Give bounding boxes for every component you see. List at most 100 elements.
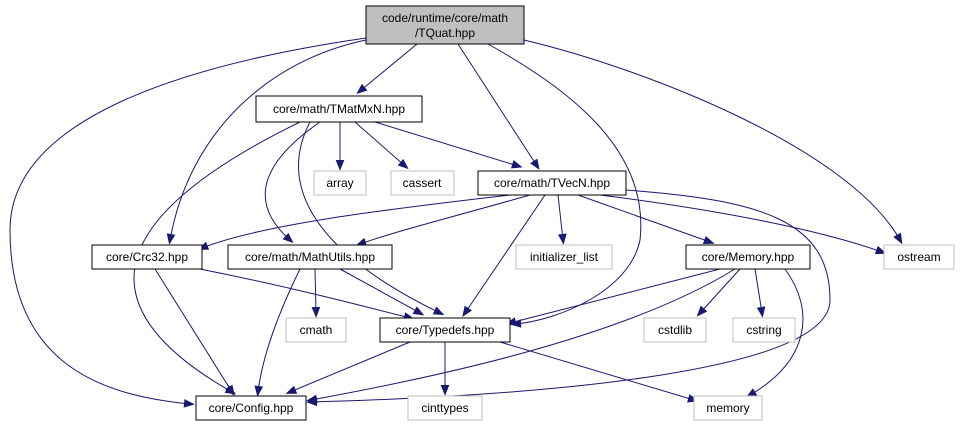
arrowhead xyxy=(412,306,425,316)
edge-tvecn-to-initlist xyxy=(557,194,567,245)
node-label: core/math/TVecN.hpp xyxy=(494,176,610,190)
arrowhead xyxy=(702,235,715,245)
node-config[interactable]: core/Config.hpp xyxy=(195,395,307,421)
edge-line xyxy=(199,268,411,319)
node-label: core/Config.hpp xyxy=(209,401,294,415)
node-label: array xyxy=(326,176,353,190)
arrowhead xyxy=(558,233,567,245)
edge-memoryhpp-to-typedefs xyxy=(505,268,721,326)
arrowhead xyxy=(183,399,195,408)
edge-line xyxy=(257,268,301,393)
node-label-line: code/runtime/core/math xyxy=(382,11,508,25)
edge-tmatmxn-to-typedefs xyxy=(298,121,445,316)
node-mathutils[interactable]: core/math/MathUtils.hpp xyxy=(227,244,393,270)
node-root-tquat[interactable]: code/runtime/core/math /TQuat.hpp xyxy=(365,5,525,45)
node-label: memory xyxy=(706,401,749,415)
node-initializer-list: initializer_list xyxy=(515,244,613,270)
edge-line xyxy=(310,268,736,401)
edge-line xyxy=(169,39,367,241)
edge-mathutils-to-config xyxy=(254,268,301,397)
edge-line xyxy=(298,121,441,314)
edge-typedefs-to-config xyxy=(285,341,411,394)
edge-tmatmxn-to-tvecn xyxy=(374,121,523,169)
node-cstring: cstring xyxy=(732,317,796,343)
node-cmath: cmath xyxy=(285,317,347,343)
arrowhead xyxy=(254,385,264,397)
node-label: ostream xyxy=(897,250,940,264)
edge-tvecn-to-ostream xyxy=(599,194,887,255)
node-label: core/Memory.hpp xyxy=(702,250,795,264)
arrowhead xyxy=(282,232,294,244)
arrowhead xyxy=(166,233,176,245)
node-ostream: ostream xyxy=(883,244,955,270)
edge-line xyxy=(310,189,831,403)
edge-line xyxy=(577,194,711,243)
node-label: cinttypes xyxy=(421,401,468,415)
edge-line xyxy=(9,37,367,405)
node-tvecn[interactable]: core/math/TVecN.hpp xyxy=(477,170,627,196)
node-label: core/math/TMatMxN.hpp xyxy=(273,102,405,116)
edge-memoryhpp-to-cstdlib xyxy=(696,268,741,317)
node-label-line: /TQuat.hpp xyxy=(415,26,475,40)
arrowhead xyxy=(285,385,298,394)
edge-line xyxy=(154,268,233,393)
edge-line xyxy=(754,268,763,314)
edge-line xyxy=(354,121,406,167)
edge-root-to-crc32 xyxy=(166,39,367,245)
node-cinttypes: cinttypes xyxy=(407,395,483,421)
edge-crc32-to-config xyxy=(154,268,235,397)
arrowhead xyxy=(306,394,318,404)
edge-tvecn-to-crc32 xyxy=(197,194,511,250)
edge-line xyxy=(264,121,321,241)
node-label: cstring xyxy=(746,323,781,337)
edge-line xyxy=(749,268,804,396)
edge-tvecn-to-typedefs xyxy=(462,194,546,318)
arrowhead xyxy=(893,232,903,245)
arrowhead xyxy=(511,160,523,169)
edge-line xyxy=(359,43,418,92)
arrowhead xyxy=(696,305,708,317)
edge-mathutils-to-typedefs xyxy=(339,268,425,316)
edge-tmatmxn-to-mathutils xyxy=(264,121,321,244)
edge-root-to-tmatmxn xyxy=(356,43,418,95)
arrowhead xyxy=(335,160,345,171)
arrowhead xyxy=(311,306,321,318)
edge-tvecn-to-config xyxy=(306,189,831,407)
node-cassert: cassert xyxy=(390,170,455,196)
node-crc32[interactable]: core/Crc32.hpp xyxy=(91,244,203,270)
edge-line xyxy=(509,268,721,324)
arrowhead xyxy=(440,385,450,396)
node-label: core/Typedefs.hpp xyxy=(396,323,495,337)
node-tmatmxn[interactable]: core/math/TMatMxN.hpp xyxy=(255,95,423,123)
edge-line xyxy=(289,341,411,393)
node-memory: memory xyxy=(693,395,763,421)
arrowhead xyxy=(397,158,409,170)
node-memory-hpp[interactable]: core/Memory.hpp xyxy=(685,244,811,270)
arrowhead xyxy=(225,384,235,397)
edge-typedefs-to-memory xyxy=(499,341,699,403)
node-label: initializer_list xyxy=(530,250,599,264)
arrowhead xyxy=(462,305,472,318)
edge-line xyxy=(499,341,695,401)
edge-mathutils-to-cmath xyxy=(311,268,321,318)
arrowhead xyxy=(756,306,766,318)
node-label: cmath xyxy=(300,323,333,337)
edge-tmatmxn-to-cassert xyxy=(354,121,409,170)
edge-root-to-tvecn xyxy=(457,43,540,171)
node-label: core/math/MathUtils.hpp xyxy=(245,250,375,264)
edge-line xyxy=(599,194,883,253)
node-label: cstdlib xyxy=(658,323,692,337)
node-typedefs[interactable]: core/Typedefs.hpp xyxy=(379,317,511,343)
node-cstdlib: cstdlib xyxy=(643,317,707,343)
edge-line xyxy=(557,194,564,241)
edge-typedefs-to-cinttypes xyxy=(440,342,450,396)
edge-line xyxy=(339,268,421,314)
edge-tmatmxn-to-array xyxy=(335,122,345,171)
edge-tvecn-to-memoryhpp xyxy=(577,194,715,245)
edge-line xyxy=(359,194,531,245)
edge-line xyxy=(464,194,546,314)
edge-memoryhpp-to-config xyxy=(306,268,736,404)
edge-line xyxy=(374,121,519,167)
edge-line xyxy=(201,194,511,249)
